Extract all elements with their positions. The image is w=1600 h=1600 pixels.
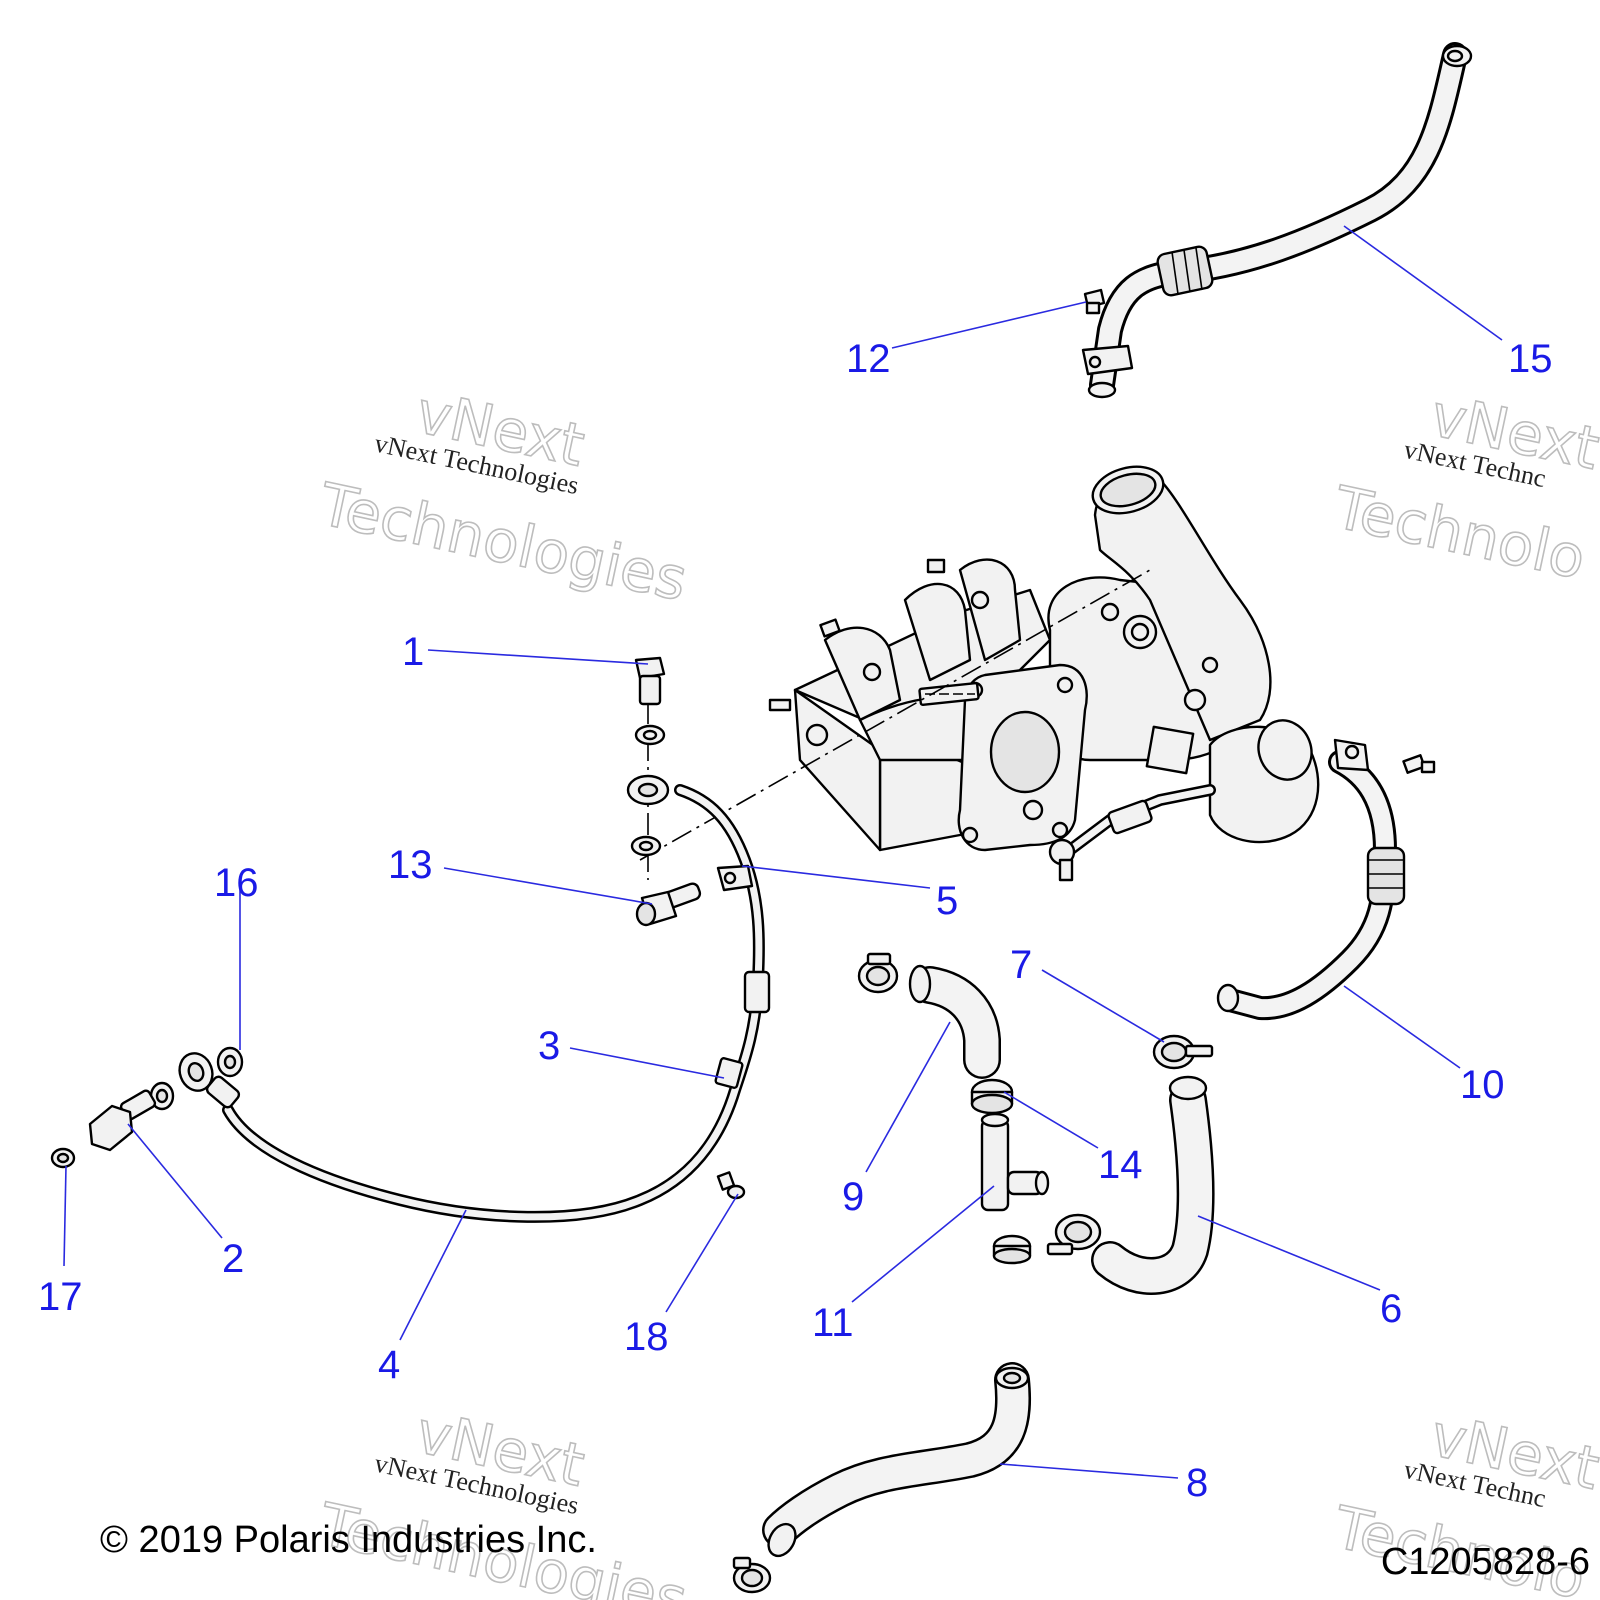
leader-13 (443, 867, 653, 905)
leader-12 (891, 301, 1087, 349)
part-6-hose (1091, 1075, 1215, 1295)
callout-1: 1 (402, 630, 424, 674)
leader-15 (1343, 225, 1503, 341)
turbocharger-assembly (768, 465, 1320, 882)
part-11-clamp-left (992, 1234, 1032, 1265)
part-14-clamp (970, 1078, 1014, 1115)
leader-3 (569, 1047, 725, 1079)
callout-15: 15 (1508, 337, 1553, 381)
washer-upper-inner (642, 729, 658, 741)
watermark-top-right: vNext vNext Technc Technolo (1327, 380, 1600, 593)
leader-14 (1003, 1091, 1099, 1149)
leader-4 (399, 1209, 467, 1341)
part-13-spacer (635, 882, 702, 927)
callout-18: 18 (624, 1315, 669, 1359)
part-15-upper-tube (1081, 42, 1473, 399)
part-2-fitting (88, 1081, 175, 1152)
part-7-clamp (1152, 1034, 1214, 1070)
leader-9 (865, 1021, 951, 1173)
callout-11: 11 (812, 1301, 854, 1345)
part-1-banjo-bolt (634, 656, 666, 706)
leader-17 (63, 1165, 67, 1267)
watermark-bottom-left: vNext vNext Technologies Technologies (312, 1397, 693, 1600)
part-11-tee (980, 1112, 1050, 1212)
callout-2: 2 (222, 1237, 244, 1281)
callout-9: 9 (842, 1175, 864, 1219)
leader-11 (851, 1185, 995, 1303)
leader-6 (1197, 1215, 1381, 1291)
drawing-number: C1205828-6 (1381, 1541, 1590, 1583)
washer-lower-inner (638, 840, 654, 852)
callout-14: 14 (1098, 1143, 1143, 1187)
callout-5: 5 (936, 879, 958, 923)
leader-18 (665, 1193, 739, 1313)
callout-12: 12 (846, 337, 891, 381)
leader-lines (63, 225, 1503, 1479)
part-8-clamp (732, 1556, 772, 1594)
leader-5 (741, 865, 931, 889)
part-11-clamp-right (1046, 1213, 1102, 1256)
callout-10: 10 (1460, 1063, 1505, 1107)
part-9-clamp (857, 952, 899, 994)
part-4-oil-feed-line (178, 774, 771, 1223)
callout-6: 6 (1380, 1287, 1402, 1331)
copyright-text: © 2019 Polaris Industries Inc. (100, 1519, 597, 1561)
leader-7 (1041, 969, 1165, 1043)
watermark-big-b-cut: Technolo (1328, 473, 1591, 592)
callout-16: 16 (214, 861, 259, 905)
part-8-lower-hose (762, 1362, 1032, 1558)
part-10-return-tube (1216, 738, 1406, 1021)
leader-1 (427, 649, 649, 665)
watermark-big-b: Technologies (313, 470, 693, 614)
callout-17: 17 (38, 1275, 83, 1319)
callout-8: 8 (1186, 1461, 1208, 1505)
leader-10 (1343, 985, 1461, 1069)
leader-2 (127, 1123, 223, 1239)
part-18-bolt (716, 1171, 746, 1200)
alignment-centerline (639, 569, 1151, 861)
callout-13: 13 (388, 843, 433, 887)
leader-8 (999, 1463, 1179, 1479)
part-17-cap (50, 1147, 76, 1169)
part-10-bolt (1402, 754, 1436, 774)
callout-4: 4 (378, 1343, 400, 1387)
callout-3: 3 (538, 1024, 560, 1068)
part-16-washer (216, 1046, 244, 1078)
part-12-bolt (1083, 288, 1106, 315)
watermark-top-left: vNext vNext Technologies Technologies (312, 377, 693, 615)
part-9-elbow-hose (908, 964, 1001, 1079)
part-5-clamp (716, 864, 754, 892)
callout-labels: 1 2 3 4 5 6 7 8 9 10 11 12 13 14 15 16 1… (38, 337, 1553, 1505)
callout-7: 7 (1010, 943, 1032, 987)
